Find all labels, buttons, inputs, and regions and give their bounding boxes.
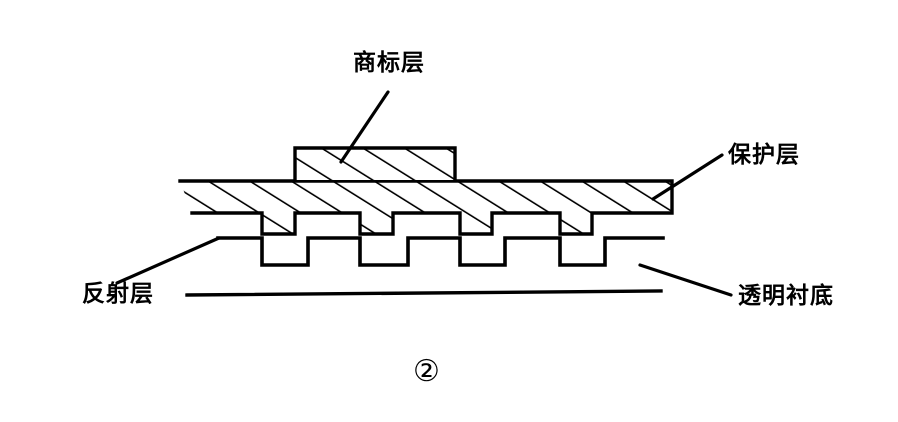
label-reflective-layer: 反射层	[82, 281, 154, 307]
reflective-square-wave	[216, 236, 665, 267]
protective-layer-outline	[178, 179, 674, 236]
trademark-layer-hatch	[295, 148, 455, 180]
leader-line-reflective	[115, 236, 221, 285]
leader-line-substrate	[638, 263, 733, 297]
trademark-layer-outline	[293, 146, 457, 182]
transparent-substrate-layer	[185, 289, 663, 297]
protective-layer-hatch	[180, 181, 672, 234]
trademark-layer-body	[293, 146, 457, 182]
label-protective-layer: 保护层	[728, 142, 800, 168]
protective-layer-body	[178, 179, 674, 236]
label-transparent-substrate: 透明衬底	[738, 283, 834, 309]
leader-line-protective	[651, 153, 724, 201]
label-trademark-layer: 商标层	[353, 50, 425, 76]
reflective-layer-profile	[216, 236, 665, 267]
leader-lines	[115, 90, 733, 297]
figure-number-caption: ②	[413, 354, 440, 389]
substrate-line	[185, 289, 663, 297]
leader-line-trademark	[339, 90, 390, 164]
